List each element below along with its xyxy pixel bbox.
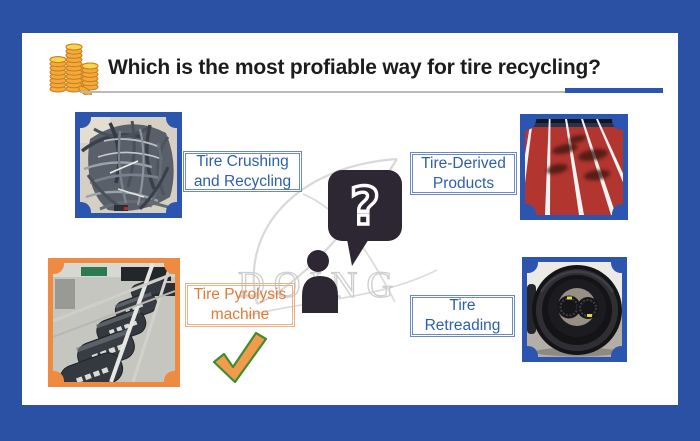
frame-corner — [612, 204, 623, 215]
frame-corner — [525, 204, 536, 215]
tire-pyrolysis-machine-photo — [48, 258, 180, 387]
person-silhouette-icon — [302, 250, 338, 313]
frame-corner — [164, 263, 175, 274]
checkmark-icon — [212, 331, 268, 384]
frame-corner — [166, 202, 177, 213]
frame-corner — [527, 262, 538, 273]
stacked-tires-photo — [522, 257, 627, 362]
frame-corner — [525, 119, 536, 130]
option-label-tire-derived: Tire-Derived Products — [410, 152, 517, 195]
title-underline-gray — [80, 91, 565, 93]
frame-corner — [80, 202, 91, 213]
frame-corner — [53, 263, 64, 274]
frame-corner — [53, 371, 64, 382]
frame-corner — [166, 117, 177, 128]
frame-corner — [527, 346, 538, 357]
crushed-tire-strips-photo — [75, 112, 182, 218]
frame-corner — [611, 262, 622, 273]
option-label-tire-retreading: Tire Retreading — [410, 295, 515, 337]
frame-corner — [164, 371, 175, 382]
running-track-photo — [520, 114, 628, 220]
question-mark: ? — [350, 177, 380, 237]
option-label-tire-pyrolysis: Tire Pyrolysis machine — [185, 283, 295, 327]
slide-title: Which is the most profiable way for tire… — [108, 56, 601, 79]
title-underline-blue — [565, 88, 663, 93]
gold-coins-icon — [49, 43, 99, 95]
frame-corner — [80, 117, 91, 128]
question-speech-bubble-icon: ? — [328, 170, 402, 266]
option-label-tire-crushing: Tire Crushing and Recycling — [183, 151, 302, 192]
frame-corner — [612, 119, 623, 130]
frame-corner — [611, 346, 622, 357]
